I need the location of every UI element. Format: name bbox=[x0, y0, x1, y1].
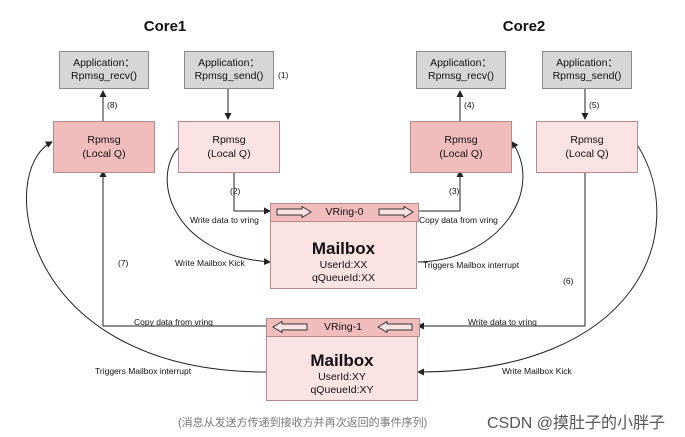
arrow-right-icon bbox=[276, 206, 312, 218]
vring-0: VRing-0 bbox=[270, 203, 419, 222]
core2-title: Core2 bbox=[502, 18, 546, 35]
core2-rpmsg-send: Rpmsg (Local Q) bbox=[536, 121, 638, 173]
arrow-trigger-1 bbox=[417, 141, 524, 263]
core1-rpmsg-send: Rpmsg (Local Q) bbox=[178, 121, 280, 173]
core2-app-send: Application： Rpmsg_send() bbox=[542, 51, 632, 89]
mailbox-user-id: UserId:XX bbox=[319, 259, 368, 271]
core1-rpmsg-recv: Rpmsg (Local Q) bbox=[53, 121, 155, 173]
diagram-caption: (消息从发送方传递到接收方并再次返回的事件序列) bbox=[178, 417, 428, 429]
mailbox-queue-id: qQueueId:XY bbox=[310, 384, 374, 396]
app-line1: Application： bbox=[198, 57, 260, 69]
app-line2: Rpmsg_recv() bbox=[428, 70, 494, 82]
label-trigger-1: Triggers Mailbox interrupt bbox=[423, 260, 520, 270]
label-write-kick-1: Write Mailbox Kick bbox=[175, 258, 245, 268]
core1-app-recv: Application： Rpmsg_recv() bbox=[59, 51, 149, 89]
step-3: (3) bbox=[449, 186, 460, 196]
core1-title: Core1 bbox=[143, 18, 187, 35]
csdn-watermark: CSDN @摸肚子的小胖子 bbox=[487, 415, 666, 432]
label-write-vring-1: Write data to vring bbox=[190, 215, 259, 225]
rpmsg-line2: (Local Q) bbox=[439, 148, 483, 160]
step-1: (1) bbox=[278, 70, 289, 80]
arrow-left-icon bbox=[272, 321, 308, 333]
arrow-write-kick-1 bbox=[166, 145, 271, 266]
rpmsg-line1: Rpmsg bbox=[87, 134, 121, 146]
label-trigger-2: Triggers Mailbox interrupt bbox=[95, 366, 192, 376]
vring-label: VRing-0 bbox=[325, 206, 364, 218]
app-line2: Rpmsg_send() bbox=[194, 70, 264, 82]
vring-label: VRing-1 bbox=[324, 321, 362, 333]
rpmsg-line2: (Local Q) bbox=[207, 148, 251, 160]
arrow-right-icon bbox=[378, 206, 414, 218]
label-copy-vring-1: Copy data from vring bbox=[134, 317, 213, 327]
vring-1: VRing-1 bbox=[266, 318, 420, 337]
step-5: (5) bbox=[589, 100, 600, 110]
step-2: (2) bbox=[230, 186, 241, 196]
mailbox-title: Mailbox bbox=[311, 239, 376, 258]
app-line1: Application： bbox=[73, 57, 135, 69]
step-4: (4) bbox=[464, 100, 475, 110]
core2-app-recv: Application： Rpmsg_recv() bbox=[416, 51, 506, 89]
rpmsg-line2: (Local Q) bbox=[565, 148, 609, 160]
arrow-step-2 bbox=[233, 171, 271, 215]
arrow-step-7 bbox=[99, 170, 266, 327]
arrow-step-3 bbox=[418, 170, 464, 212]
rpmsg-line1: Rpmsg bbox=[570, 134, 604, 146]
mailbox-queue-id: qQueueId:XX bbox=[311, 272, 376, 284]
arrow-write-kick-2 bbox=[417, 145, 658, 376]
step-7: (7) bbox=[118, 258, 129, 268]
rpmsg-line2: (Local Q) bbox=[82, 148, 126, 160]
label-write-kick-2: Write Mailbox Kick bbox=[502, 366, 572, 376]
arrow-left-icon bbox=[377, 321, 413, 333]
core2-rpmsg-recv: Rpmsg (Local Q) bbox=[410, 121, 512, 173]
arrow-trigger-2 bbox=[26, 141, 267, 373]
label-write-vring-2: Write data to vring bbox=[468, 317, 537, 327]
mailbox-title: Mailbox bbox=[310, 351, 374, 370]
app-line1: Application： bbox=[430, 57, 492, 69]
rpmsg-line1: Rpmsg bbox=[212, 134, 246, 146]
app-line2: Rpmsg_send() bbox=[552, 70, 622, 82]
app-line1: Application： bbox=[556, 57, 618, 69]
core1-app-send: Application： Rpmsg_send() bbox=[184, 51, 274, 89]
mailbox-1: Mailbox UserId:XY qQueueId:XY bbox=[266, 333, 418, 401]
mailbox-0: Mailbox UserId:XX qQueueId:XX bbox=[270, 219, 417, 289]
mailbox-user-id: UserId:XY bbox=[318, 371, 366, 383]
app-line2: Rpmsg_recv() bbox=[71, 70, 137, 82]
step-6: (6) bbox=[563, 276, 574, 286]
label-copy-vring-0: Copy data from vring bbox=[419, 215, 498, 225]
arrow-step-6 bbox=[417, 171, 586, 330]
step-8: (8) bbox=[107, 100, 118, 110]
rpmsg-line1: Rpmsg bbox=[444, 134, 478, 146]
